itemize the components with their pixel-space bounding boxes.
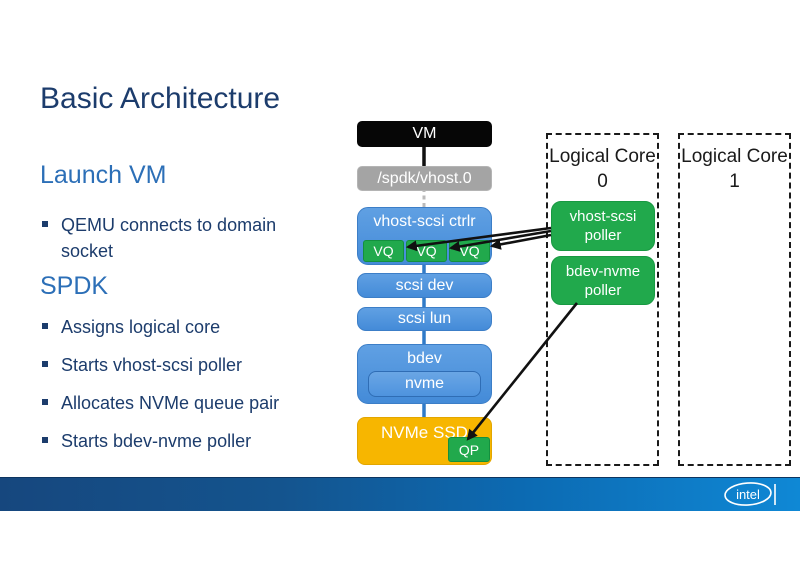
nvme-box: nvme: [368, 371, 481, 397]
bullet-square-icon: [42, 437, 48, 443]
logical-core-0-box: Logical Core 0: [546, 133, 659, 466]
bullet-text: Starts vhost-scsi poller: [61, 355, 243, 375]
vhost-socket-box: /spdk/vhost.0: [357, 166, 492, 191]
logical-core-1-title: Logical Core 1: [681, 146, 788, 192]
bullet-square-icon: [42, 399, 48, 405]
bullet-text: Allocates NVMe queue pair: [61, 393, 280, 413]
bullet-starts-bdev-poller: Starts bdev-nvme poller: [40, 428, 332, 454]
footer-bar: [0, 477, 800, 511]
vq-box-2: VQ: [406, 240, 447, 262]
vq-box-1: VQ: [363, 240, 404, 262]
scsi-lun-box: scsi lun: [357, 307, 492, 331]
bullet-qemu-connects: QEMU connects to domain socket: [40, 212, 332, 264]
vq-box-3: VQ: [449, 240, 490, 262]
vm-box: VM: [357, 121, 492, 147]
vhost-scsi-poller-box: vhost-scsi poller: [551, 201, 655, 251]
footer-separator-line: [774, 484, 776, 505]
bullet-square-icon: [42, 323, 48, 329]
page-title: Basic Architecture: [40, 82, 281, 115]
arrow-poller-to-vq3: [489, 233, 552, 250]
section-heading-launch-vm: Launch VM: [40, 161, 167, 189]
bullet-allocates-queue-pair: Allocates NVMe queue pair: [40, 390, 332, 416]
scsi-dev-box: scsi dev: [357, 273, 492, 298]
bullet-text: Assigns logical core: [61, 317, 221, 337]
bullet-square-icon: [42, 361, 48, 367]
bdev-nvme-poller-box: bdev-nvme poller: [551, 256, 655, 305]
logical-core-1-box: Logical Core 1: [678, 133, 791, 466]
logical-core-0-title: Logical Core 0: [549, 146, 656, 192]
bullet-text: Starts bdev-nvme poller: [61, 431, 252, 451]
intel-logo-text: intel: [736, 487, 760, 502]
bullet-text: QEMU connects to domain socket: [61, 215, 277, 261]
qp-box: QP: [448, 437, 490, 462]
section-heading-spdk: SPDK: [40, 272, 109, 300]
bullet-square-icon: [42, 221, 48, 227]
intel-logo-icon: intel: [724, 482, 772, 506]
bullet-assigns-core: Assigns logical core: [40, 314, 332, 340]
bullet-starts-vhost-poller: Starts vhost-scsi poller: [40, 352, 332, 378]
